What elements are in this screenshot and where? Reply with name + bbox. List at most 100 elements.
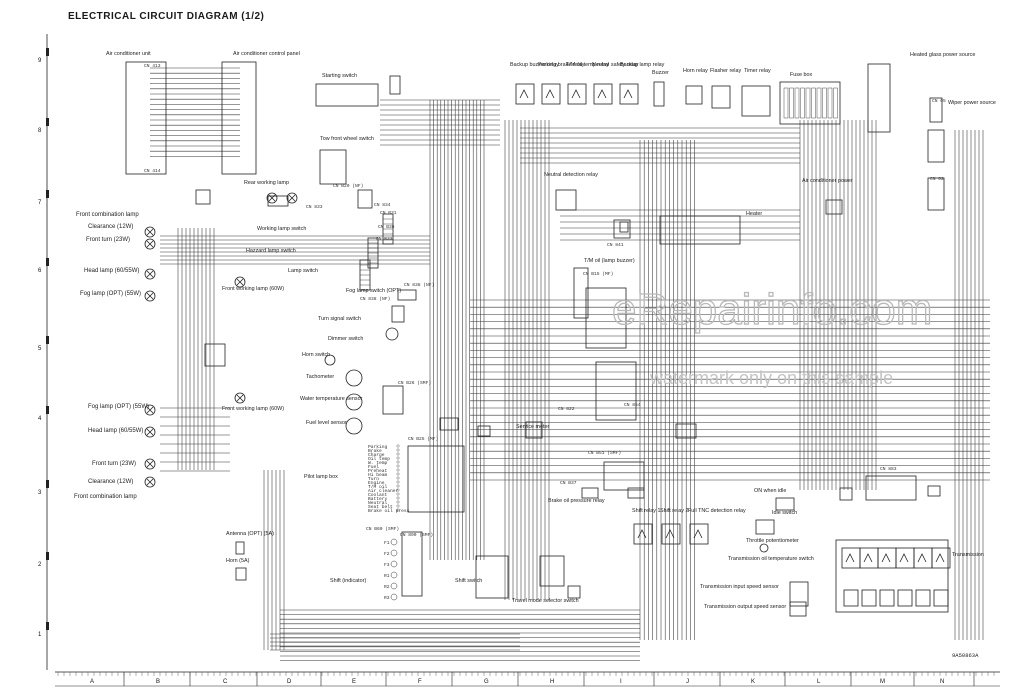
connector-code-9: CN B26 (SMF) [398, 380, 431, 386]
ac-panel-label: Air conditioner control panel [233, 51, 300, 57]
service-meter-label: Service meter [516, 424, 549, 430]
brake-oil-pressure-relay-label: Brake oil pressure relay [548, 498, 605, 504]
fog-lamp-top [144, 290, 156, 302]
connector-code-20: CN 883 [880, 466, 897, 472]
pilot-item-bulb [396, 508, 400, 512]
connector-code-12: CN B36 [378, 224, 395, 230]
idle-switch-box [775, 497, 795, 511]
head-lamp-bottom-cross [146, 428, 154, 436]
pilot-item-0: Parking [368, 444, 388, 450]
throttle-potentiometer-label: Throttle potentiometer [746, 538, 799, 544]
ac-unit-box [125, 61, 167, 175]
transmission-valve-5 [915, 589, 931, 607]
transmission-valve-3 [879, 589, 895, 607]
front-turn-bottom-label: Front turn (23W) [92, 461, 136, 467]
timer-relay-box [741, 85, 771, 117]
head-lamp-bottom-label: Head lamp (60/55W) [88, 428, 143, 434]
connector-code-17: CN B60 (SMF) [366, 526, 399, 532]
center-connector-top [585, 287, 627, 349]
full-tnc-detection-relay-label: Full TNC detection relay [688, 508, 746, 514]
fog-lamp-bottom [144, 404, 156, 416]
rear-working-lamp-label: Rear working lamp [244, 180, 289, 186]
connector-code-0: CN 413 [144, 63, 161, 69]
col-tick-K: K [751, 679, 755, 685]
connector-code-4: CN B15 (MF) [583, 271, 613, 277]
shift-switch-box [475, 555, 509, 599]
water-temp-sensor-label: Water temperature sensor [300, 396, 363, 402]
pilot-item-bulb [396, 500, 400, 504]
connector-code-18: CN 890 (SMF) [400, 532, 433, 538]
pilot-item-2: Charge [368, 452, 385, 458]
service-meter-box [525, 421, 543, 439]
travel-mode-connector [567, 585, 581, 599]
front-working-lamp-bottom-label: Front working lamp (60W) [222, 406, 284, 412]
gauge-connector [382, 385, 404, 415]
connector-code-7: CN 838 (NF) [360, 296, 390, 302]
col-tick-B: B [156, 679, 160, 685]
pilot-item-10: T/M oil [368, 484, 388, 490]
pilot-item-bulb [396, 456, 400, 460]
fuse-element [816, 87, 822, 119]
starting-switch-box [315, 83, 379, 107]
fog-lamp-top-cross [146, 292, 154, 300]
right-connector-1 [927, 129, 945, 163]
connector-code-1: CN 414 [144, 168, 161, 174]
pilot-lamp-box [407, 445, 465, 513]
row-tick-7: 7 [38, 200, 42, 206]
connector-code-19: CN 854 [624, 402, 641, 408]
idle-switch-label: Idle switch [772, 510, 797, 516]
transmission-valve-1 [843, 589, 859, 607]
front-turn-lamp-top-cross [146, 240, 154, 248]
shift-relay-2-label: Shift relay 2 [660, 508, 688, 514]
connector-code-8: CN B25 (MF) [408, 436, 438, 442]
pilot-item-16: Brake oil press [368, 508, 410, 514]
meter-fuse [477, 425, 491, 437]
col-tick-A: A [90, 679, 94, 685]
pilot-item-12: Coolant [368, 492, 388, 498]
transmission-label: Transmission [952, 552, 984, 558]
shift-item-lamp [390, 571, 398, 579]
pilot-item-15: Seat belt [368, 504, 393, 510]
row-tick-9: 9 [38, 58, 42, 64]
head-lamp-bottom [144, 426, 156, 438]
transmission-group-box [835, 539, 949, 613]
backup-buzzer-relay-label: Backup buzzer relay [510, 62, 559, 68]
heated-glass-connector [867, 63, 891, 133]
pilot-item-3: Oil temp [368, 456, 390, 462]
shift-item-lamp [390, 582, 398, 590]
connector-code-6: CN 838 (NF) [404, 282, 434, 288]
diagram-frame [46, 34, 1000, 687]
fuse-element [833, 87, 838, 119]
transmission-solenoid-3 [877, 547, 897, 569]
transmission-solenoid-5-coil [917, 553, 927, 563]
shift-relay-1-label: Shift relay 1 [632, 508, 660, 514]
trm-oil-temp-relay-coil [571, 89, 581, 99]
tow-front-wheel-switch-box [319, 149, 347, 185]
row-tick-mark [46, 480, 49, 488]
front-turn-lamp-bottom-cross [146, 460, 154, 468]
connector-code-14: CN 822 [558, 406, 575, 412]
parking-brake-relay [541, 83, 561, 105]
fuse-box-label: Fuse box [790, 72, 812, 78]
pilot-lamp-box-label: Pilot lamp box [304, 474, 338, 480]
shift-item-F2: F2 [384, 551, 390, 557]
trm-oil-lamp-buzzer-label: T/M oil (lamp buzzer) [584, 258, 635, 264]
spare-relay-box [619, 221, 629, 233]
row-tick-3: 3 [38, 490, 42, 496]
travel-mode-selector-box [539, 555, 565, 587]
trm-oil-temp-relay [567, 83, 587, 105]
row-tick-mark [46, 190, 49, 198]
backup-lamp-relay-label: Backup lamp relay [620, 62, 665, 68]
trm-oil-relay-box [613, 219, 631, 239]
front-turn-top-label: Front turn (23W) [86, 237, 130, 243]
heated-glass-power-label: Heated glass power source [910, 52, 975, 58]
brake-oil-box-2 [627, 487, 645, 499]
parking-brake-relay-coil [545, 89, 555, 99]
fuel-level-sensor-label: Fuel level sensor [306, 420, 347, 426]
pilot-item-9: Engine [368, 480, 385, 486]
shift-relay-2-box-coil [665, 529, 675, 539]
mid-relay-box [675, 423, 697, 439]
transmission-solenoid-4 [895, 547, 915, 569]
rear-working-lamp-2 [286, 192, 298, 204]
front-combination-lamp-top-label: Front combination lamp [76, 212, 139, 218]
